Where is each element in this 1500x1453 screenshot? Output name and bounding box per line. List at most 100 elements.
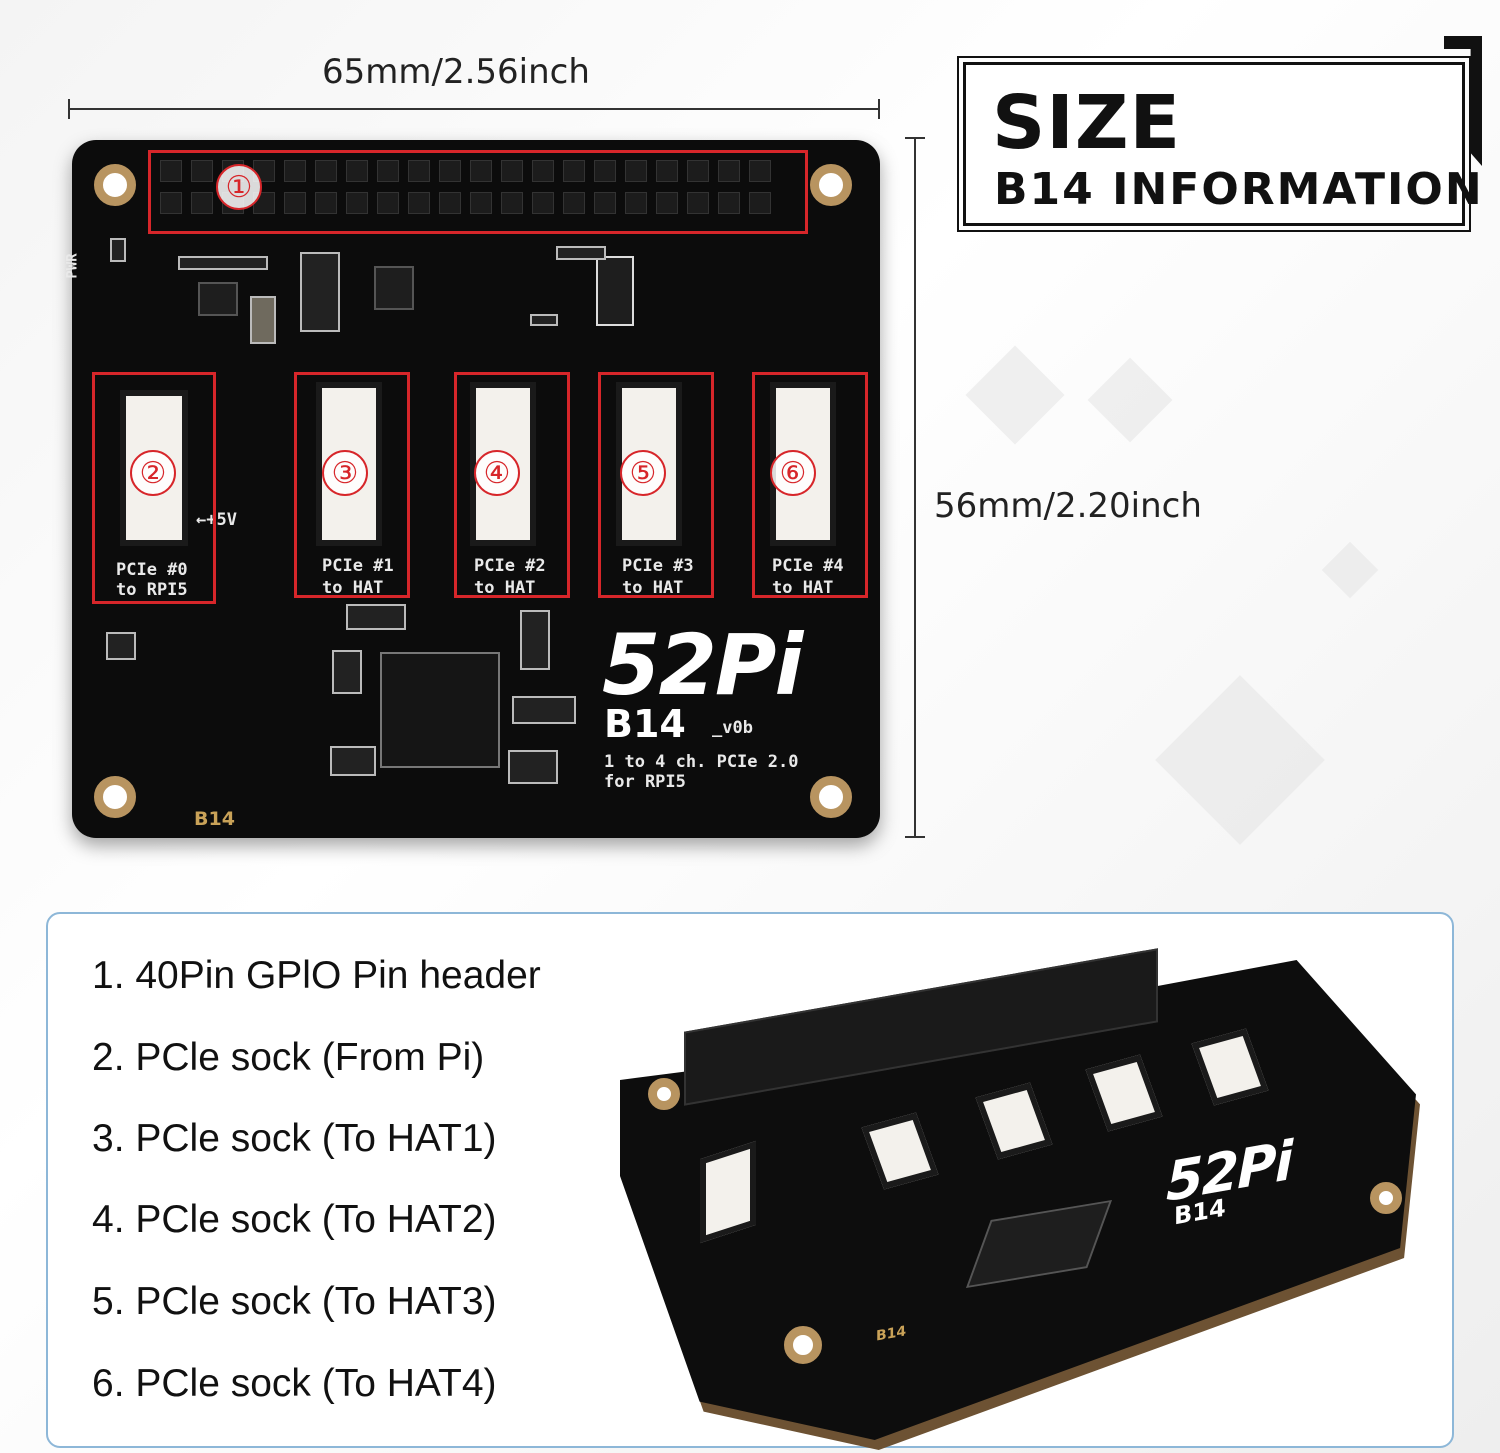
legend-item-4: 4. PCle sock (To HAT2): [92, 1198, 497, 1241]
socket-label-4-line2: to HAT: [772, 578, 834, 598]
mounting-hole: [810, 776, 852, 818]
smd-component: [110, 238, 126, 262]
legend-item-2: 2. PCle sock (From Pi): [92, 1036, 485, 1079]
header-pin: [408, 160, 430, 182]
legend-item-6: 6. PCle sock (To HAT4): [92, 1362, 497, 1405]
header-pin: [718, 160, 740, 182]
socket-label-4-line1: PCIe #4: [772, 556, 844, 576]
title-box: [957, 56, 1471, 232]
header-pin: [625, 160, 647, 182]
chip-component: [198, 282, 238, 316]
header-pin: [563, 160, 585, 182]
socket-label-3-line2: to HAT: [622, 578, 684, 598]
header-pin: [346, 160, 368, 182]
board-model: B14: [604, 702, 686, 746]
mounting-hole: [94, 776, 136, 818]
height-dimension-tick: [905, 836, 925, 838]
height-dimension-label: 56mm/2.20inch: [934, 486, 1202, 526]
header-pin: [315, 160, 337, 182]
callout-box-5: [598, 372, 714, 598]
background-diamond: [1155, 675, 1325, 845]
smd-component: [520, 610, 550, 670]
callout-box-1: [148, 150, 808, 234]
header-pin: [687, 192, 709, 214]
smd-component: [508, 750, 558, 784]
header-pin: [191, 160, 213, 182]
legend-item-1: 1. 40Pin GPlO Pin header: [92, 954, 541, 997]
width-dimension-tick: [68, 99, 70, 119]
header-pin: [656, 192, 678, 214]
header-pin: [532, 160, 554, 182]
callout-box-3: [294, 372, 410, 598]
header-pin: [284, 160, 306, 182]
smd-component: [512, 696, 576, 724]
header-pin: [687, 160, 709, 182]
smd-component: [250, 296, 276, 344]
legend-item-3: 3. PCle sock (To HAT1): [92, 1117, 497, 1160]
callout-box-4: [454, 372, 570, 598]
callout-number-6: ⑥: [770, 450, 816, 496]
background-diamond: [1087, 357, 1173, 443]
header-pin: [625, 192, 647, 214]
header-pin: [346, 192, 368, 214]
header-pin: [563, 192, 585, 214]
socket-label-2-line2: to HAT: [474, 578, 536, 598]
callout-number-1: ①: [216, 164, 262, 210]
header-pin: [501, 160, 523, 182]
socket-label-0-line1: PCIe #0: [116, 560, 188, 580]
header-pin: [470, 192, 492, 214]
mounting-hole: [810, 164, 852, 206]
header-pin: [191, 192, 213, 214]
board-version: _v0b: [712, 718, 753, 738]
header-pin: [377, 160, 399, 182]
width-dimension-label: 65mm/2.56inch: [322, 52, 590, 92]
header-pin: [594, 160, 616, 182]
height-dimension-line: [914, 137, 916, 837]
pwr-label: PWR: [64, 253, 81, 279]
perspective-mounting-hole: [648, 1078, 680, 1110]
board-description-2: for RPI5: [604, 772, 686, 792]
width-dimension-line: [68, 108, 880, 110]
header-pin: [377, 192, 399, 214]
socket-label-1-line1: PCIe #1: [322, 556, 394, 576]
legend-item-5: 5. PCle sock (To HAT3): [92, 1280, 497, 1323]
callout-box-6: [752, 372, 868, 598]
perspective-mounting-hole: [1370, 1182, 1402, 1214]
perspective-mounting-hole: [784, 1326, 822, 1364]
header-pin: [470, 160, 492, 182]
callout-number-2: ②: [130, 450, 176, 496]
background-diamond: [965, 345, 1065, 445]
header-pin: [532, 192, 554, 214]
chip-component: [596, 256, 634, 326]
header-pin: [408, 192, 430, 214]
gpio-header: [160, 160, 771, 214]
title-main: SIZE: [992, 80, 1182, 166]
height-dimension-tick: [905, 137, 925, 139]
callout-box-2: [92, 372, 216, 604]
chip-component: [374, 266, 414, 310]
socket-label-2-line1: PCIe #2: [474, 556, 546, 576]
smd-component: [530, 314, 558, 326]
socket-label-3-line1: PCIe #3: [622, 556, 694, 576]
header-pin: [718, 192, 740, 214]
plus5v-label: ←+5V: [196, 510, 237, 530]
header-pin: [439, 192, 461, 214]
header-pin: [501, 192, 523, 214]
board-description-1: 1 to 4 ch. PCIe 2.0: [604, 752, 799, 772]
mounting-hole: [94, 164, 136, 206]
smd-component: [346, 604, 406, 630]
smd-component: [300, 252, 340, 332]
header-pin: [439, 160, 461, 182]
header-pin: [315, 192, 337, 214]
callout-number-3: ③: [322, 450, 368, 496]
socket-label-1-line2: to HAT: [322, 578, 384, 598]
smd-component: [332, 650, 362, 694]
header-pin: [284, 192, 306, 214]
width-dimension-tick: [878, 99, 880, 119]
header-pin: [160, 192, 182, 214]
smd-component: [178, 256, 268, 270]
title-sub: B14 INFORMATION: [994, 164, 1484, 215]
board-bottom-label: B14: [194, 808, 235, 830]
smd-component: [330, 746, 376, 776]
callout-number-5: ⑤: [620, 450, 666, 496]
